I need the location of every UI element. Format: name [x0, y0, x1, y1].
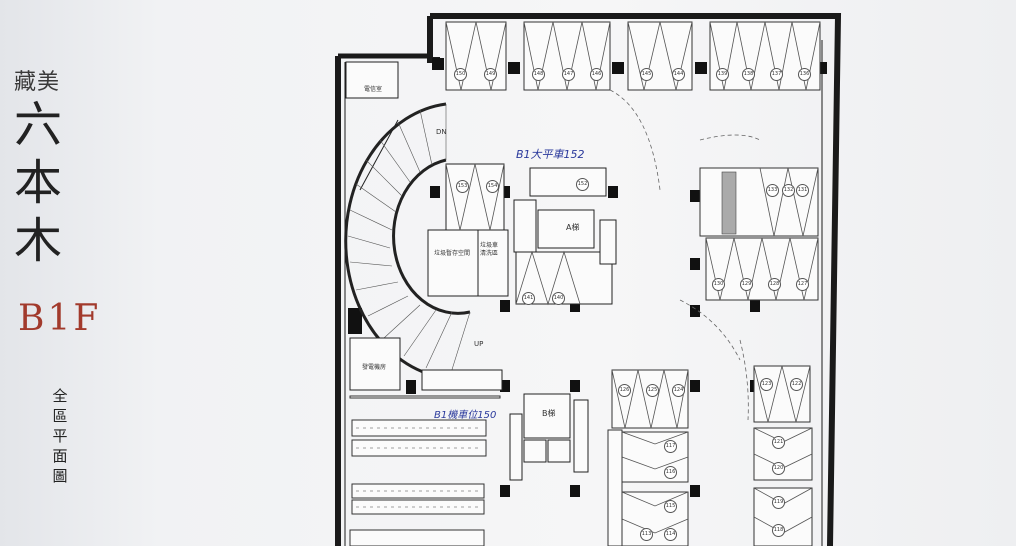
- parking-space-number: 138: [742, 68, 755, 81]
- driveway-paths: [609, 89, 761, 421]
- center-lower-parking: [611, 365, 813, 546]
- parking-space-number: 123: [760, 378, 773, 391]
- label-control-room: 垃圾車 清洗區: [480, 242, 499, 257]
- spiral-ramp: [344, 102, 471, 381]
- plan-title: 全區平面圖: [52, 387, 68, 485]
- parking-space-number: 130: [712, 278, 725, 291]
- parking-space-number: 129: [740, 278, 753, 291]
- parking-space-number: 150: [454, 68, 467, 81]
- parking-space-number: 137: [770, 68, 783, 81]
- parking-space-number: 125: [646, 384, 659, 397]
- annotation-car-count: B1大平車152: [516, 148, 585, 161]
- label-stair-dn: DN: [436, 128, 447, 136]
- parking-space-number: 133: [766, 184, 779, 197]
- parking-space-number: 140: [552, 292, 565, 305]
- parking-space-number: 117: [664, 440, 677, 453]
- brand-name-3: 木: [14, 213, 63, 269]
- label-elevator-b: B梯: [542, 409, 556, 418]
- accessible-stripe: [721, 171, 737, 235]
- brand-subtitle: 藏美: [14, 70, 61, 95]
- parking-space-number: 132: [782, 184, 795, 197]
- parking-space-number: 145: [640, 68, 653, 81]
- annotation-scooter-count: B1機車位150: [434, 410, 497, 421]
- parking-space-number: 131: [796, 184, 809, 197]
- parking-space-number: 124: [672, 384, 685, 397]
- label-elevator-a: A梯: [566, 223, 580, 232]
- right-upper-parking: [699, 167, 819, 301]
- brand-name-2: 本: [14, 155, 63, 211]
- parking-space-number: 152: [576, 178, 589, 191]
- small-rooms: [345, 61, 503, 391]
- parking-space-number: 147: [562, 68, 575, 81]
- parking-space-number: 113: [640, 528, 653, 541]
- scooter-area: [349, 395, 501, 546]
- b-core: [509, 393, 589, 481]
- parking-space-number: 118: [772, 524, 785, 537]
- label-storage: 垃圾暫存空間: [434, 250, 471, 257]
- ramp-steps: [347, 104, 471, 377]
- parking-space-number: 121: [772, 436, 785, 449]
- outer-wall-notch: [427, 16, 440, 63]
- parking-space-number: 144: [672, 68, 685, 81]
- parking-space-number: 114: [664, 528, 677, 541]
- parking-space-number: 119: [772, 496, 785, 509]
- parking-space-number: 139: [716, 68, 729, 81]
- label-stair-up: UP: [474, 340, 484, 348]
- parking-space-number: 153: [456, 180, 469, 193]
- parking-space-number: 148: [532, 68, 545, 81]
- parking-space-number: 149: [484, 68, 497, 81]
- left-col-parking: [607, 429, 623, 546]
- scooter-marks: [356, 427, 482, 508]
- brand-name-1: 六: [14, 97, 63, 153]
- top-parking-lines: [445, 21, 821, 91]
- label-meter-room: 發電機房: [362, 364, 387, 371]
- parking-space-number: 127: [796, 278, 809, 291]
- parking-space-number: 146: [590, 68, 603, 81]
- parking-space-number: 128: [768, 278, 781, 291]
- parking-space-number: 122: [790, 378, 803, 391]
- parking-space-number: 115: [664, 500, 677, 513]
- parking-space-number: 154: [486, 180, 499, 193]
- outer-wall-top-right: [430, 13, 842, 546]
- central-core: [427, 163, 617, 305]
- parking-space-number: 141: [522, 292, 535, 305]
- parking-space-number: 120: [772, 462, 785, 475]
- core-parking-lines: [445, 163, 581, 306]
- brand-logo: 藏美 六 本 木: [14, 64, 94, 270]
- top-parking: [445, 21, 821, 91]
- parking-space-number: 126: [618, 384, 631, 397]
- floor-label: B1F: [18, 298, 102, 339]
- parking-space-number: 136: [798, 68, 811, 81]
- label-electric-room: 電信室: [364, 86, 383, 93]
- parking-space-number: 116: [664, 466, 677, 479]
